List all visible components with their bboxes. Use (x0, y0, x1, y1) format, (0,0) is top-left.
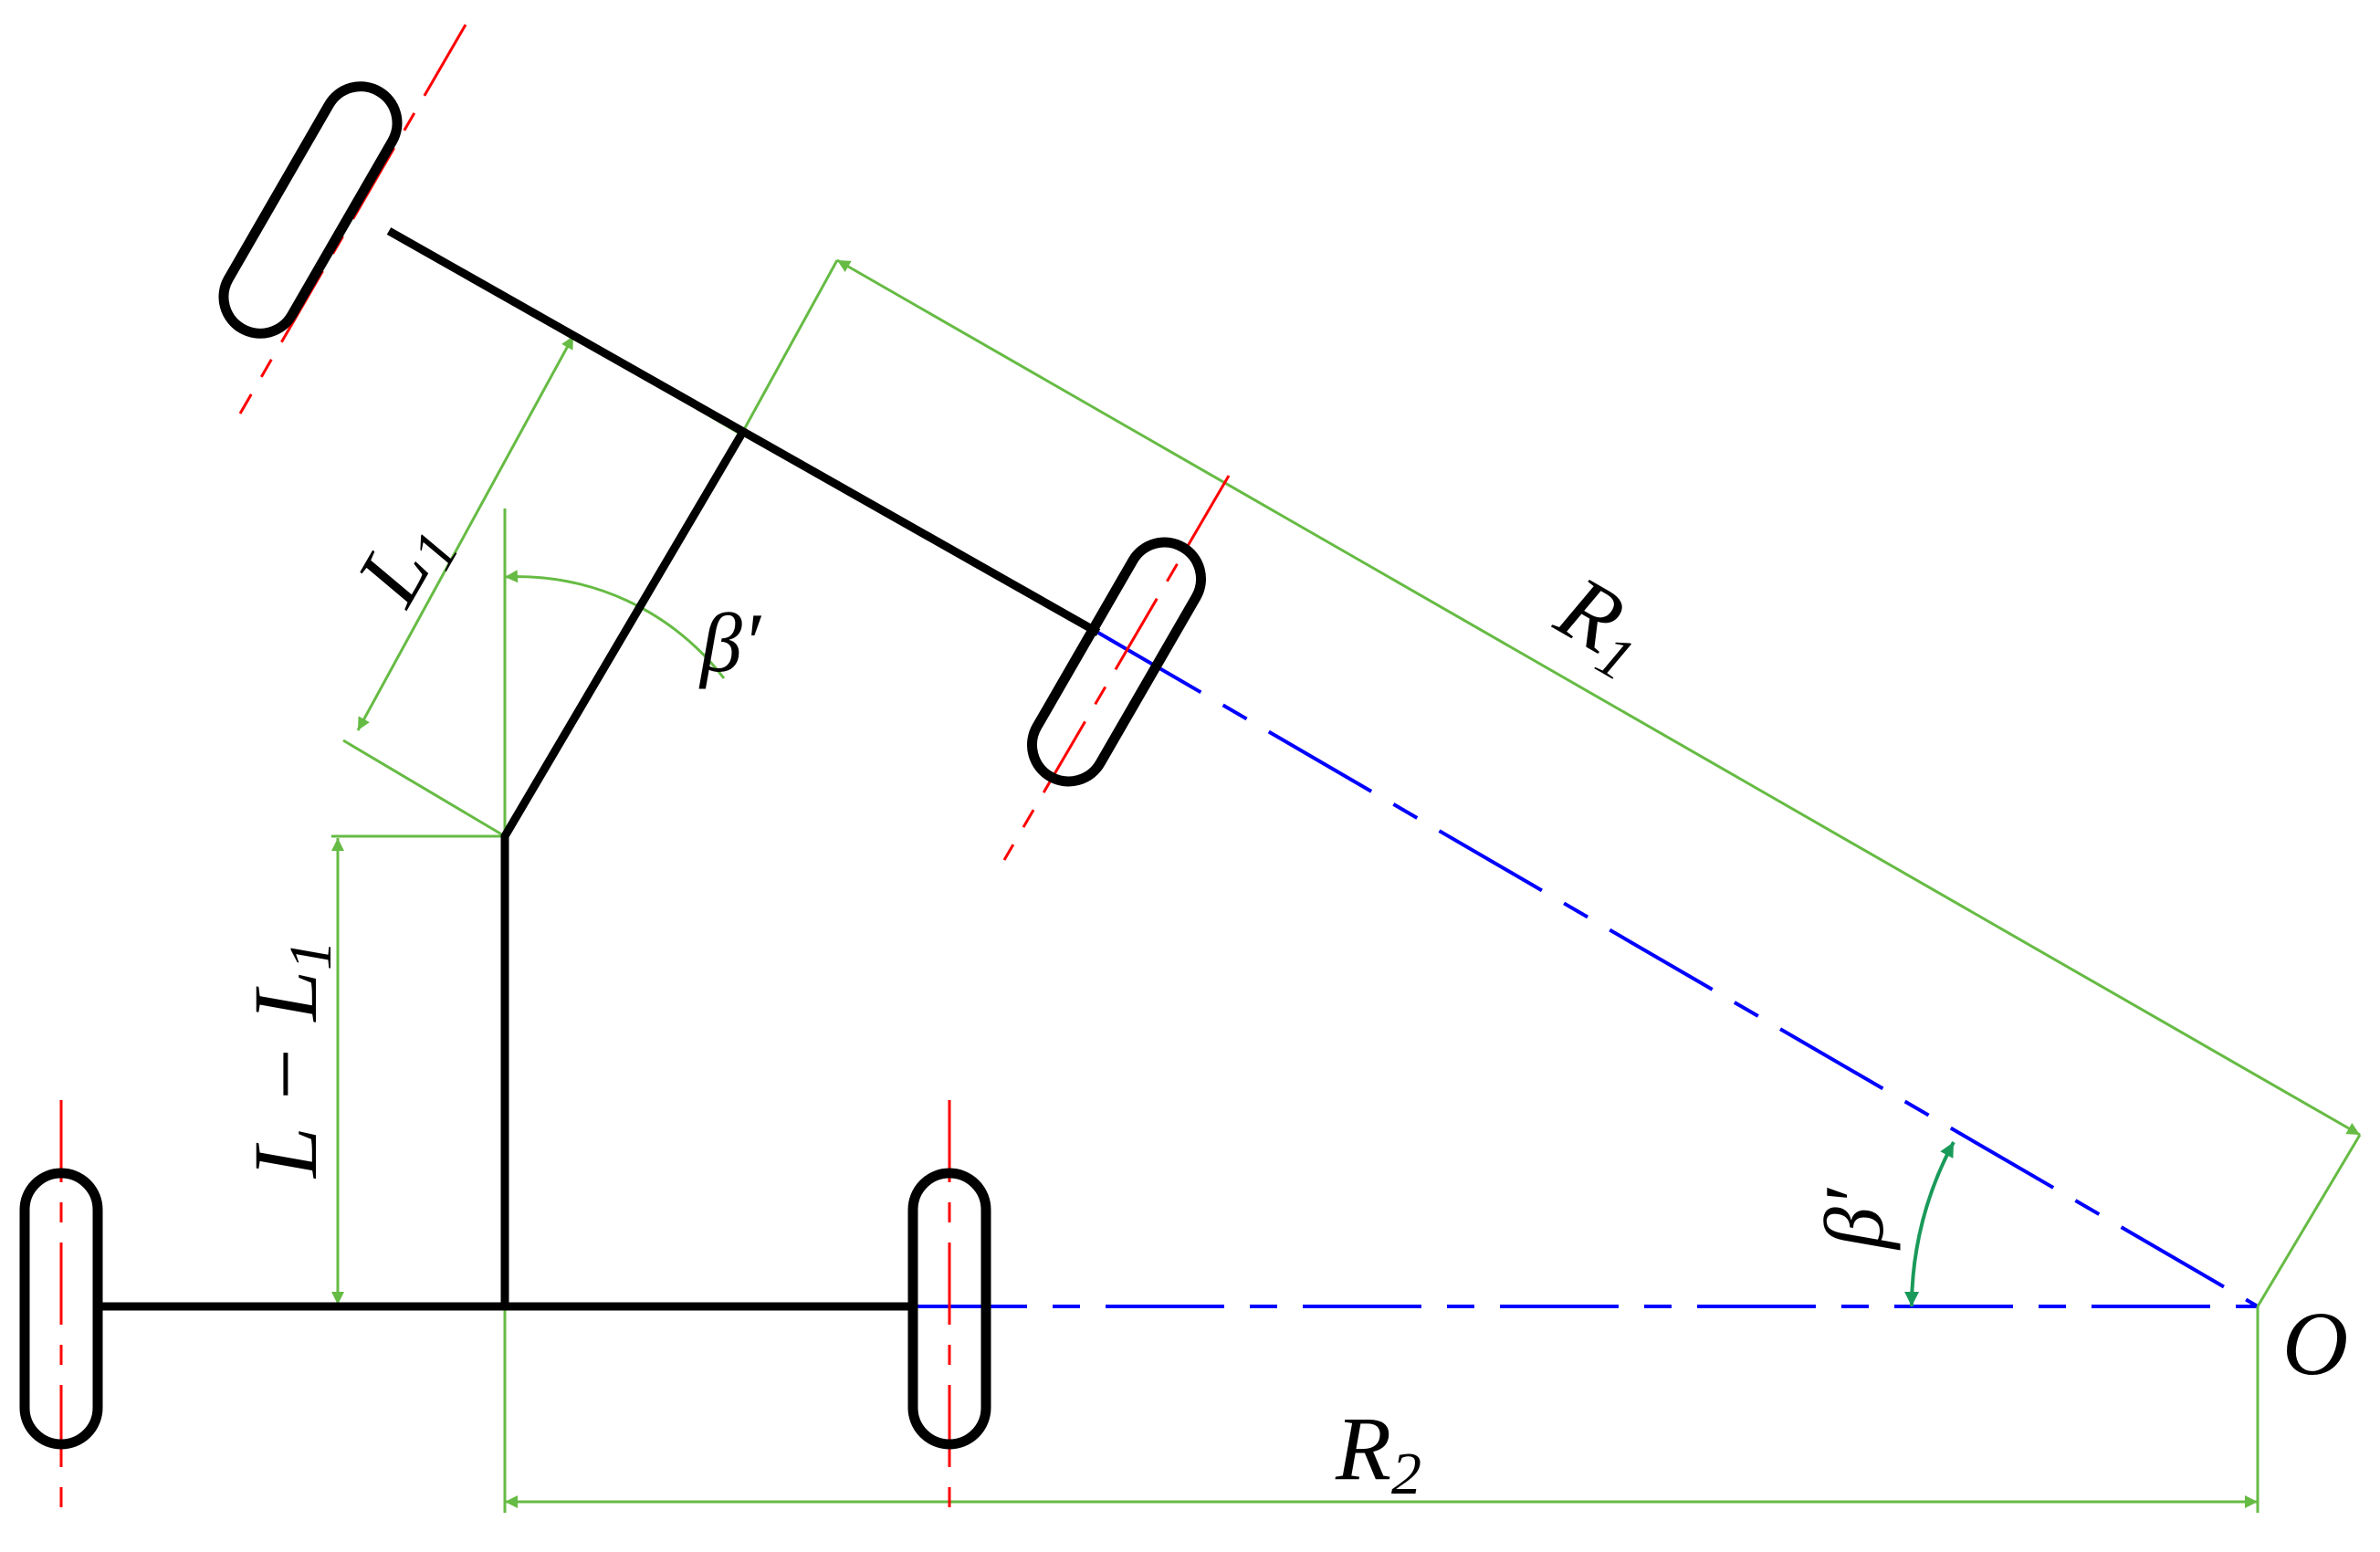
wheel-axes (59, 24, 1231, 1516)
vehicle-frame (99, 227, 1101, 1311)
beta-right-angle-arc (1904, 1141, 1955, 1307)
front-right-wheel-axis (1002, 475, 1231, 861)
r2-label: R2 (1335, 1398, 1421, 1507)
front-left-wheel-axis (238, 24, 467, 414)
ll1-label: L − L1 (235, 940, 344, 1180)
diagram-labels: L1 L − L1 R1 R2 β′ β′ O (235, 499, 2348, 1507)
front-left-wheel (218, 81, 403, 339)
l1-dimension-line (356, 335, 575, 731)
r1-extension-bottom (2256, 1134, 2362, 1307)
r1-extension-top (739, 259, 839, 435)
turn-center-lines (908, 631, 2259, 1308)
beta-right-label: β′ (1808, 1187, 1901, 1251)
front-axle (386, 227, 1101, 636)
l1-extension-bottom (342, 739, 506, 838)
beta-top-label: β′ (698, 596, 762, 689)
beta-top-angle-arc (504, 570, 726, 679)
wheels (19, 81, 1206, 1450)
articulated-link (500, 432, 745, 1306)
rear-right-wheel (907, 1168, 991, 1450)
l1-label: L1 (336, 499, 472, 625)
front-axle-turn-line (1096, 631, 2259, 1308)
rear-left-wheel (19, 1168, 103, 1450)
origin-label: O (2282, 1293, 2348, 1394)
front-right-wheel (1027, 537, 1206, 787)
dimension-lines (331, 258, 2362, 1513)
r1-dimension-line (836, 258, 2361, 1137)
